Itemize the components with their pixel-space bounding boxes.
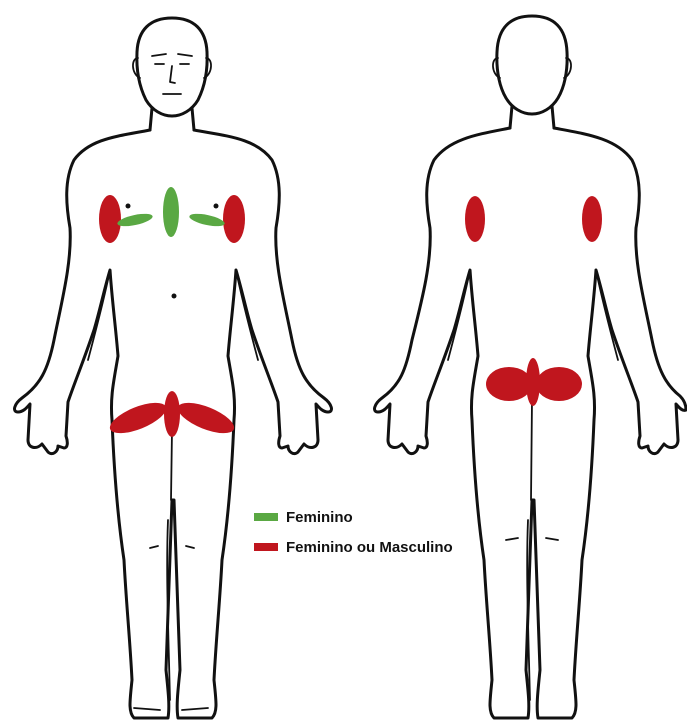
front-eyebrows	[152, 54, 192, 56]
front-body-figure	[15, 18, 332, 718]
back-left-upper-arm-region	[465, 196, 485, 242]
back-highlight-regions	[465, 196, 602, 406]
legend-label-female: Feminino	[286, 509, 353, 526]
front-sternum-region	[163, 187, 179, 237]
front-knees	[150, 546, 194, 548]
front-right-breast-region	[188, 211, 225, 228]
back-body-outline	[375, 128, 686, 718]
back-right-upper-arm-region	[582, 196, 602, 242]
front-left-thigh-region	[106, 397, 170, 440]
back-right-inner-arm	[596, 270, 618, 360]
front-right-upper-arm-region	[223, 195, 245, 243]
back-left-buttock-region	[486, 367, 532, 401]
legend-item-female: Feminino	[254, 506, 453, 528]
front-left-upper-arm-region	[99, 195, 121, 243]
front-feet	[134, 708, 208, 710]
front-highlight-regions	[99, 187, 245, 439]
back-left-inner-arm	[448, 270, 470, 360]
front-nose	[170, 66, 175, 83]
legend-item-any: Feminino ou Masculino	[254, 536, 453, 558]
front-left-inner-arm	[88, 270, 110, 360]
legend-label-any: Feminino ou Masculino	[286, 539, 453, 556]
front-pubic-region	[164, 391, 180, 437]
legend-swatch-female	[254, 513, 278, 521]
back-sacral-region	[526, 358, 540, 406]
back-head	[497, 16, 567, 114]
front-right-thigh-region	[174, 397, 238, 440]
back-right-buttock-region	[536, 367, 582, 401]
legend: Feminino Feminino ou Masculino	[254, 506, 453, 566]
front-right-inner-arm	[236, 270, 258, 360]
legend-swatch-any	[254, 543, 278, 551]
front-right-nipple	[214, 204, 219, 209]
front-navel	[172, 294, 177, 299]
front-left-nipple	[126, 204, 131, 209]
front-left-breast-region	[116, 211, 153, 228]
